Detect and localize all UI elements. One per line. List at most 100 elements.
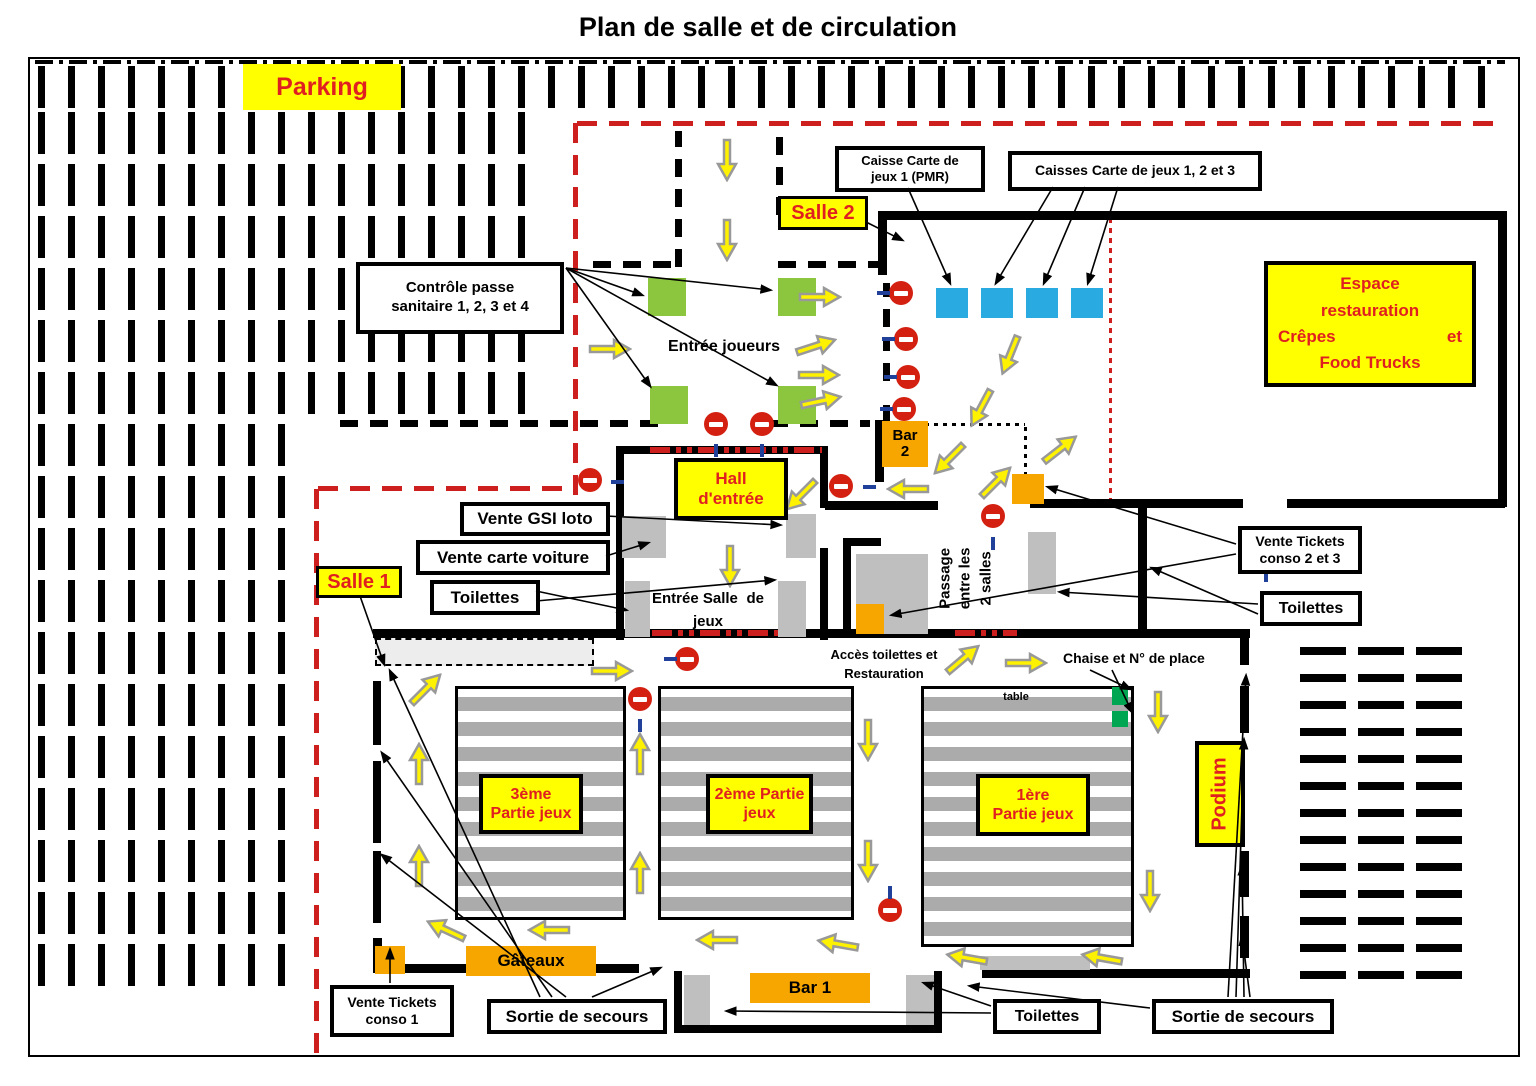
parking-space-marker-row [38,788,300,830]
counter-block [625,581,650,637]
wall [878,211,1507,220]
table-row [924,697,1131,711]
wall [373,851,381,923]
door-marker [760,444,764,457]
entree-salle-text: Entrée Salle de jeux [652,590,764,630]
wall [1287,499,1505,508]
door-marker [714,444,718,457]
corridor-line [883,283,890,327]
parking-space-marker-row [1300,890,1462,898]
direction-arrow [526,918,571,942]
no-entry-icon [675,647,699,671]
direction-arrow [628,850,652,895]
corridor-line [593,261,678,268]
parking-space-marker-row [1300,647,1462,655]
door-line [652,630,780,636]
corridor-line [883,341,890,381]
no-entry-icon [894,327,918,351]
parking-space-marker-row [38,372,538,414]
corridor-line [778,261,878,268]
no-entry-icon [981,504,1005,528]
game-area-3-label: 3ème Partie jeux [479,774,583,834]
bar1-label: Bar 1 [750,973,870,1003]
salle2-boundary-line [577,121,1505,126]
table-row [458,872,623,886]
door-marker [611,480,624,484]
corridor-line [340,420,670,427]
direction-arrow [973,459,1020,506]
parking-space-marker-row [38,684,300,726]
door-line [955,630,1017,636]
salle1-label: Salle 1 [316,566,402,598]
direction-arrow [856,718,880,763]
wall [825,501,938,510]
caisse-station [1026,288,1058,318]
parking-space-marker-row [38,632,300,674]
table-row [661,897,851,911]
chair-marker [1112,687,1128,705]
salle2-boundary-line [573,121,578,495]
direction-arrow [1146,690,1170,735]
acces-text: Accès toilettes et Restauration [830,647,938,681]
game-area-2-label: 2ème Partie jeux [706,774,813,834]
sortie-secours-droite-box: Sortie de secours [1152,999,1334,1034]
no-entry-icon [628,687,652,711]
wall [820,548,828,640]
direction-arrow [939,636,987,681]
parking-label: Parking [243,64,401,110]
wall [1240,686,1249,733]
direction-arrow [407,741,431,786]
wall [1240,631,1249,665]
table-text: table [1003,691,1029,703]
parking-space-marker-row [38,840,300,882]
espace-restauration-label: Espace restauration Crêpes et Food Truck… [1264,261,1476,387]
wall [1030,499,1243,508]
table-row [924,747,1131,761]
parking-space-marker-row [38,164,538,206]
table-row [458,897,623,911]
direction-arrow [797,386,845,417]
wall [820,446,828,508]
no-entry-icon [704,412,728,436]
direction-arrow [856,839,880,884]
counter-block [778,581,806,637]
wall [843,538,851,638]
caisse-pmr-box: Caisse Carte de jeux 1 (PMR) [835,146,985,192]
no-entry-icon [892,397,916,421]
toilettes-bas-box: Toilettes [993,999,1101,1034]
direction-arrow [814,929,861,958]
parking-space-marker-row [1300,944,1462,952]
table-row [661,847,851,861]
direction-arrow [992,330,1029,379]
chair-marker [1112,711,1128,727]
toilettes-hall-box: Toilettes [430,580,540,615]
parking-space-marker-row [38,944,300,986]
corridor-line [770,420,870,427]
page-title: Plan de salle et de circulation [578,12,958,42]
direction-arrow [407,843,431,888]
direction-arrow [792,329,841,364]
wall [982,969,1250,978]
door-marker [863,485,876,489]
vente-tickets-23-box: Vente Tickets conso 2 et 3 [1238,526,1362,574]
no-entry-icon [878,898,902,922]
table-row [661,722,851,736]
direction-arrow [798,285,843,309]
wall [843,538,881,546]
parking-space-marker-row [38,216,538,258]
parking-space-marker-row [38,476,300,518]
wall [373,629,1250,638]
wall [674,1025,942,1033]
direction-arrow [885,477,930,501]
direction-arrow [628,731,652,776]
parking-space-marker-row [1300,971,1462,979]
bar2-label: Bar 2 [882,421,928,467]
parking-space-marker-row [1300,836,1462,844]
direction-arrow [1138,869,1162,914]
vente-tickets-1-box: Vente Tickets conso 1 [330,985,454,1037]
door-marker [664,657,677,661]
no-entry-icon [896,365,920,389]
wall [1240,916,1249,958]
gateaux-label: Gâteaux [466,946,596,976]
table-row [458,847,623,861]
